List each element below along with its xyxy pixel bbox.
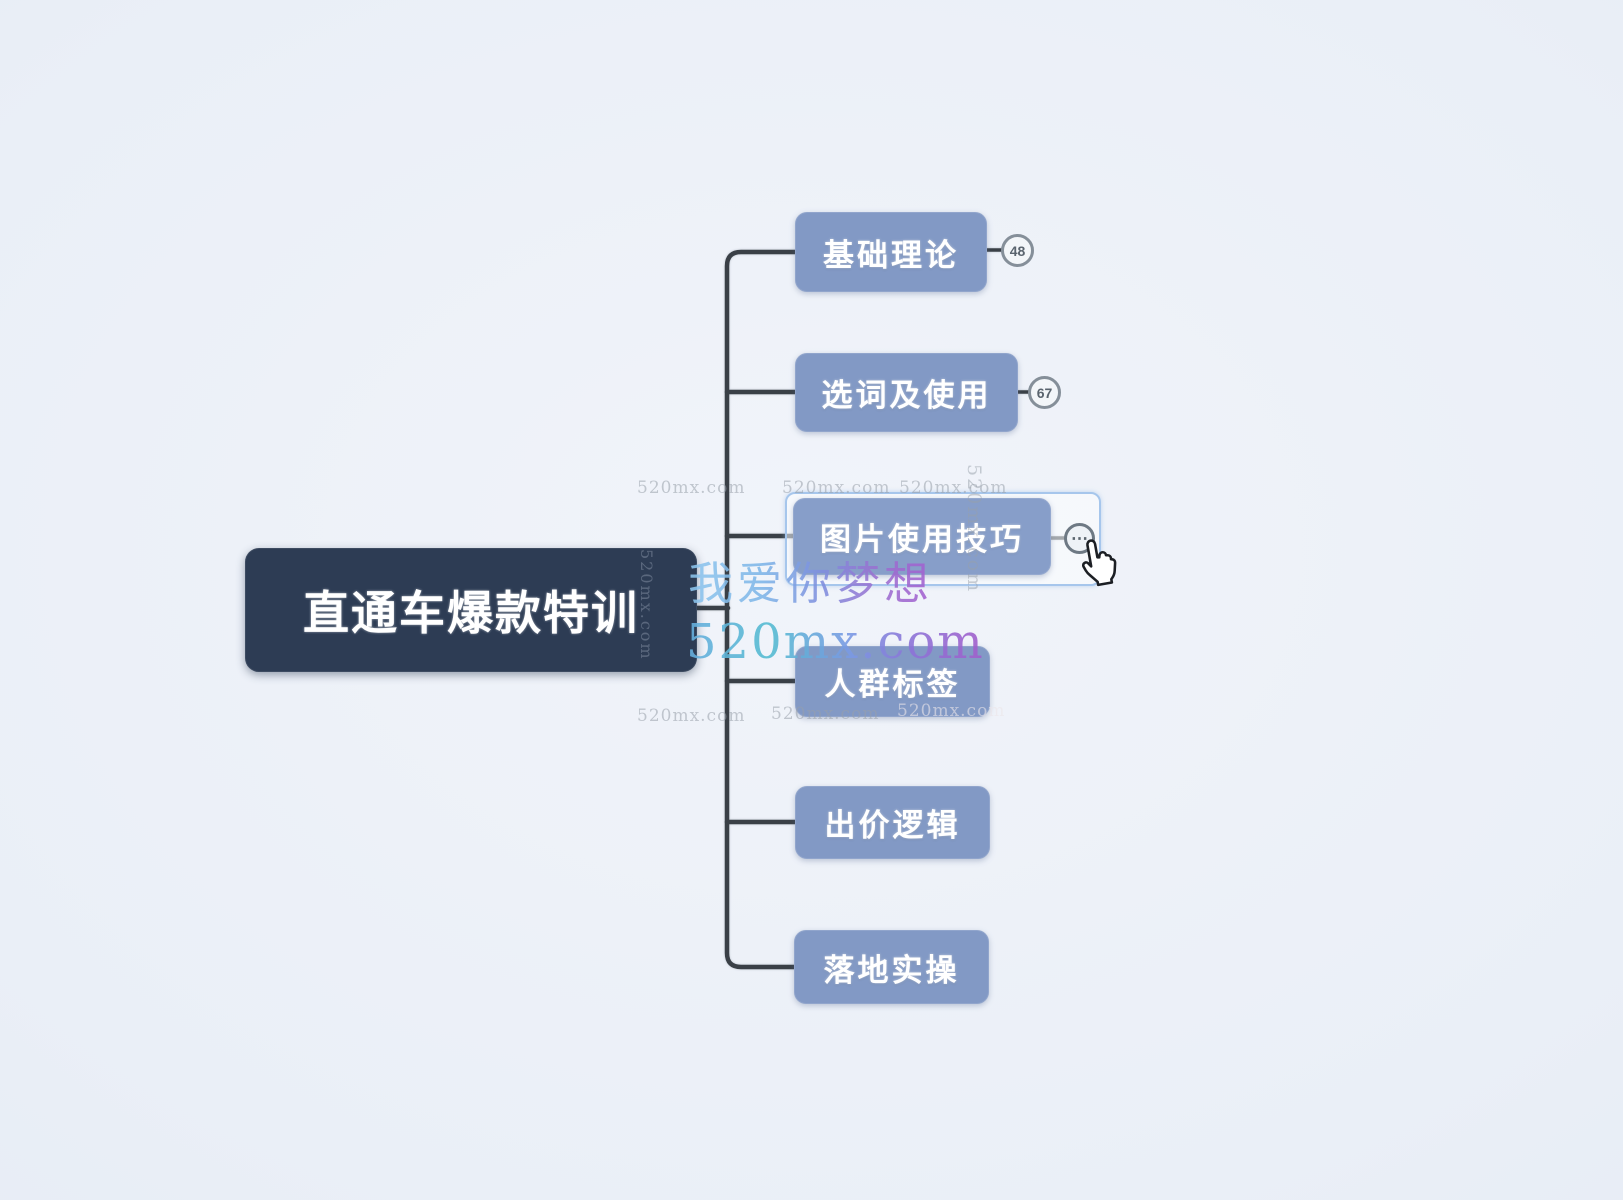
child-node-basic-theory[interactable]: 基础理论 [795, 212, 987, 292]
watermark-site-text: 520mx.com [897, 701, 1006, 721]
hand-cursor-icon [1081, 539, 1117, 587]
connector-trunk [724, 249, 798, 970]
watermark-site-text: 520mx.com [771, 704, 880, 724]
watermark-site-text: 520mx.com [782, 478, 891, 498]
watermark-site-text-large: 520mx.com [686, 614, 985, 670]
child-node-word-selection[interactable]: 选词及使用 [795, 353, 1018, 432]
watermark-site-text: 520mx.com [899, 478, 1008, 498]
child-node-label: 图片使用技巧 [820, 522, 1024, 557]
child-node-bidding-logic[interactable]: 出价逻辑 [795, 786, 990, 859]
ellipsis-icon: ⋯ [1071, 529, 1088, 548]
watermark-site-text-vertical: 520mx.com [963, 464, 985, 594]
child-node-audience-tags[interactable]: 人群标签 [795, 646, 990, 717]
child-node-image-techniques[interactable]: 图片使用技巧 [793, 498, 1051, 575]
watermark-site-text-vertical: 520mx.com [637, 549, 656, 661]
child-node-label: 出价逻辑 [824, 808, 961, 843]
root-node[interactable]: 直通车爆款特训 [245, 548, 697, 672]
child-node-label: 落地实操 [823, 952, 960, 988]
child-node-hands-on-practice[interactable]: 落地实操 [794, 930, 989, 1004]
watermark-site-text: 520mx.com [637, 478, 746, 498]
child-node-label: 人群标签 [824, 667, 961, 702]
collapse-toggle-button[interactable]: ⋯ [1064, 523, 1095, 554]
count-badge-word-selection[interactable]: 67 [1028, 376, 1061, 409]
child-node-label: 基础理论 [823, 237, 959, 273]
root-node-label: 直通车爆款特训 [303, 587, 639, 639]
watermark-site-text: 520mx.com [637, 706, 746, 726]
watermark-slogan-text: 我爱你梦想 [688, 547, 933, 612]
count-badge-basic-theory[interactable]: 48 [1001, 234, 1034, 267]
child-node-label: 选词及使用 [821, 378, 992, 413]
